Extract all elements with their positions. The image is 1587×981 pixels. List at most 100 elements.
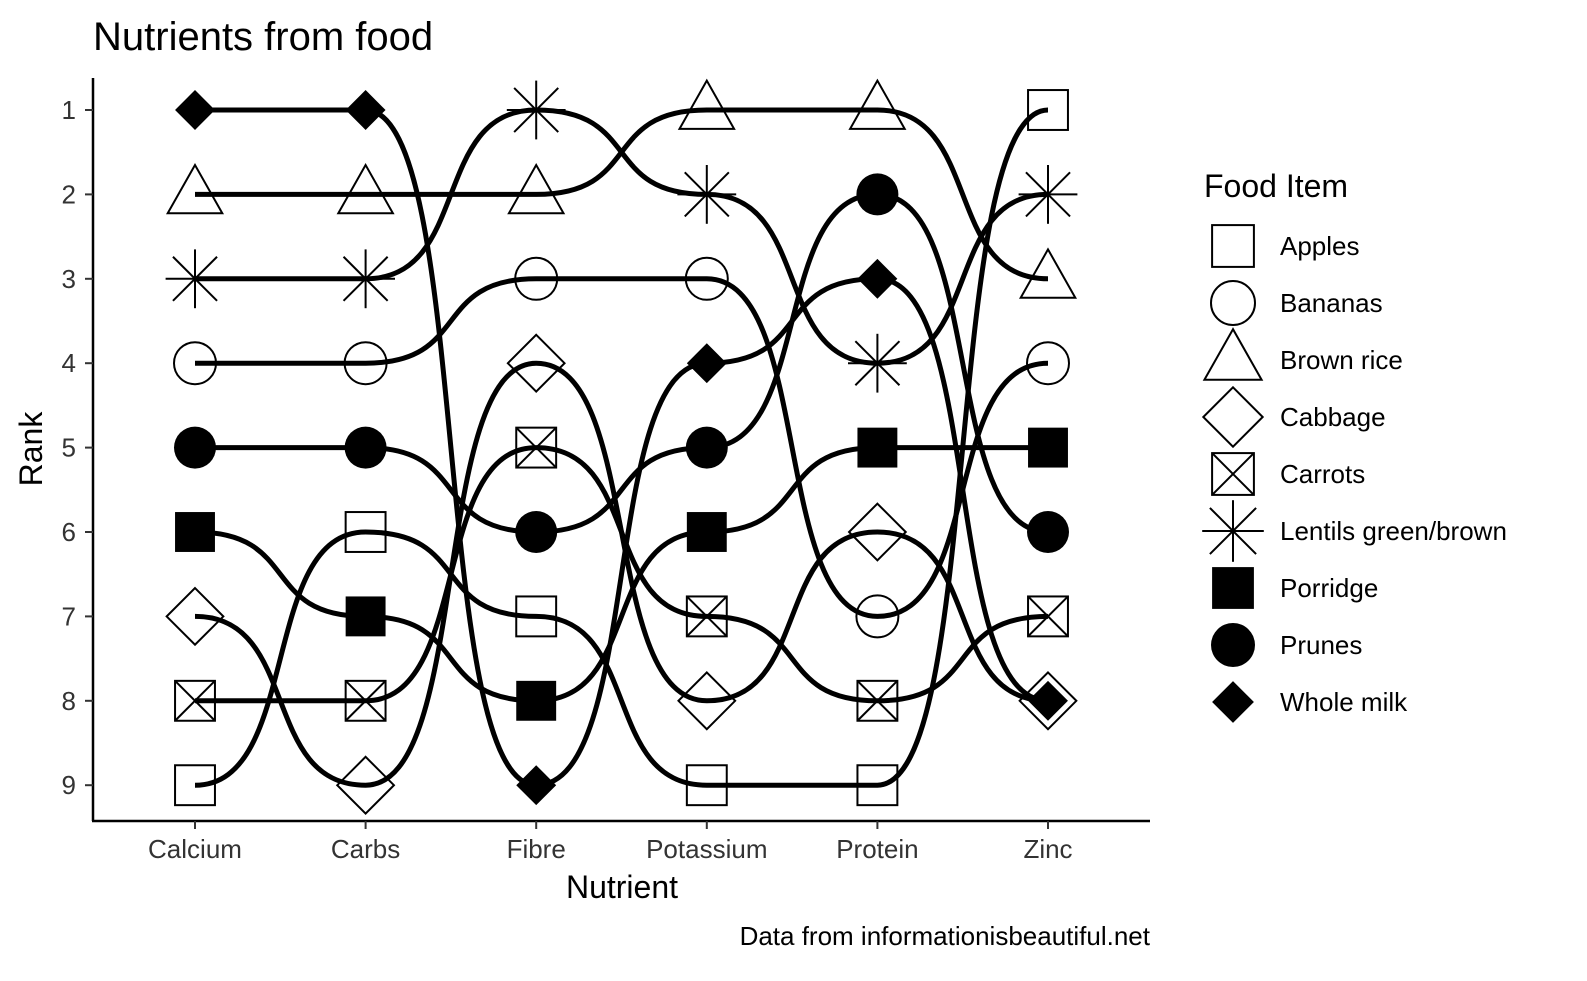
point-lentils-green-brown-zinc <box>1018 165 1078 224</box>
series-line-apples <box>194 107 1049 788</box>
x-tick-label: Carbs <box>331 834 400 864</box>
legend-item-lentils-green-brown: Lentils green/brown <box>1202 500 1507 562</box>
y-axis-title: Rank <box>13 411 49 487</box>
legend-symbol <box>1210 280 1256 326</box>
point-carrots-protein <box>856 679 899 722</box>
point-apples-potassium <box>685 764 728 807</box>
legend-item-carrots: Carrots <box>1211 452 1365 496</box>
point-brown-rice-calcium <box>165 162 225 215</box>
point-cabbage-protein <box>847 502 908 562</box>
point-brown-rice-potassium <box>677 78 736 130</box>
y-tick-label: 1 <box>62 95 76 125</box>
legend-symbol <box>1212 567 1254 609</box>
point-bananas-zinc <box>1026 341 1070 386</box>
point-cabbage-potassium <box>677 671 737 731</box>
legend-label: Brown rice <box>1280 345 1403 375</box>
legend-label: Lentils green/brown <box>1280 516 1507 546</box>
point-whole-milk-calcium <box>175 90 215 130</box>
point-whole-milk-fibre <box>516 765 557 806</box>
y-tick-label: 6 <box>62 517 76 547</box>
legend-symbol <box>1211 623 1255 667</box>
point-carrots-calcium <box>174 679 216 722</box>
point-lentils-green-brown-carbs <box>336 249 395 309</box>
legend-symbol <box>1202 327 1264 381</box>
chart-title: Nutrients from food <box>93 15 433 59</box>
y-tick-label: 9 <box>62 770 76 800</box>
x-ticks: Calcium Carbs Fibre Potassium Protein Zinc <box>148 821 1073 864</box>
point-carrots-carbs <box>344 679 387 722</box>
point-lentils-green-brown-potassium <box>677 165 737 224</box>
chart-caption: Data from informationisbeautiful.net <box>740 921 1151 951</box>
point-porridge-protein <box>857 427 898 468</box>
point-porridge-zinc <box>1028 427 1068 468</box>
y-tick-label: 7 <box>62 601 76 631</box>
point-apples-protein <box>856 764 899 807</box>
x-tick-label: Potassium <box>646 834 767 864</box>
point-prunes-potassium <box>685 426 728 469</box>
series-line-brown-rice <box>194 107 1049 282</box>
axes <box>91 78 1150 823</box>
legend-title: Food Item <box>1204 168 1348 204</box>
series-line-bananas <box>195 276 1049 619</box>
legend-symbol <box>1212 681 1254 723</box>
legend-item-whole-milk: Whole milk <box>1212 681 1408 723</box>
point-prunes-fibre <box>515 511 558 553</box>
plot-lines <box>194 107 1049 788</box>
point-carrots-zinc <box>1027 595 1069 638</box>
point-apples-zinc <box>1027 89 1069 131</box>
x-axis-title: Nutrient <box>566 869 678 905</box>
legend-label: Apples <box>1280 231 1360 261</box>
point-whole-milk-carbs <box>345 90 386 130</box>
point-porridge-fibre <box>516 680 557 721</box>
point-whole-milk-zinc <box>1028 680 1068 721</box>
legend-symbol <box>1211 224 1255 268</box>
point-porridge-potassium <box>686 512 727 552</box>
x-tick-label: Zinc <box>1023 834 1072 864</box>
point-whole-milk-protein <box>857 258 898 299</box>
legend-label: Whole milk <box>1280 687 1408 717</box>
legend-symbol <box>1211 452 1255 496</box>
legend-item-prunes: Prunes <box>1211 623 1362 667</box>
point-porridge-carbs <box>345 596 386 637</box>
y-tick-label: 8 <box>62 686 76 716</box>
point-lentils-green-brown-protein <box>848 333 907 393</box>
legend-label: Bananas <box>1280 288 1383 318</box>
point-bananas-fibre <box>514 256 559 301</box>
series-line-lentils-green-brown <box>195 107 1049 366</box>
legend-item-bananas: Bananas <box>1210 280 1383 326</box>
legend-label: Prunes <box>1280 630 1362 660</box>
point-brown-rice-zinc <box>1018 247 1078 299</box>
point-bananas-carbs <box>343 341 388 386</box>
x-tick-label: Fibre <box>507 834 566 864</box>
point-bananas-protein <box>855 594 900 639</box>
x-tick-label: Calcium <box>148 834 242 864</box>
legend-item-brown-rice: Brown rice <box>1202 327 1403 381</box>
point-apples-fibre <box>515 595 558 638</box>
point-lentils-green-brown-calcium <box>165 249 225 309</box>
point-bananas-potassium <box>684 256 729 301</box>
series-line-cabbage <box>194 360 1049 788</box>
point-lentils-green-brown-fibre <box>506 80 566 140</box>
legend-item-apples: Apples <box>1211 224 1360 268</box>
point-prunes-protein <box>856 173 899 216</box>
plot-points <box>165 78 1078 815</box>
point-whole-milk-potassium <box>686 343 727 384</box>
point-carrots-fibre <box>515 426 558 469</box>
point-cabbage-fibre <box>506 333 566 393</box>
point-carrots-potassium <box>685 595 728 638</box>
point-bananas-calcium <box>173 341 217 386</box>
legend-symbol <box>1201 385 1265 449</box>
point-apples-carbs <box>344 511 387 553</box>
point-brown-rice-carbs <box>336 162 395 215</box>
legend-symbol <box>1202 500 1264 562</box>
legend-item-porridge: Porridge <box>1212 567 1378 609</box>
point-prunes-zinc <box>1027 511 1069 553</box>
x-tick-label: Protein <box>836 834 918 864</box>
point-prunes-calcium <box>174 426 216 469</box>
y-tick-label: 5 <box>62 433 76 463</box>
y-tick-label: 4 <box>62 348 76 378</box>
